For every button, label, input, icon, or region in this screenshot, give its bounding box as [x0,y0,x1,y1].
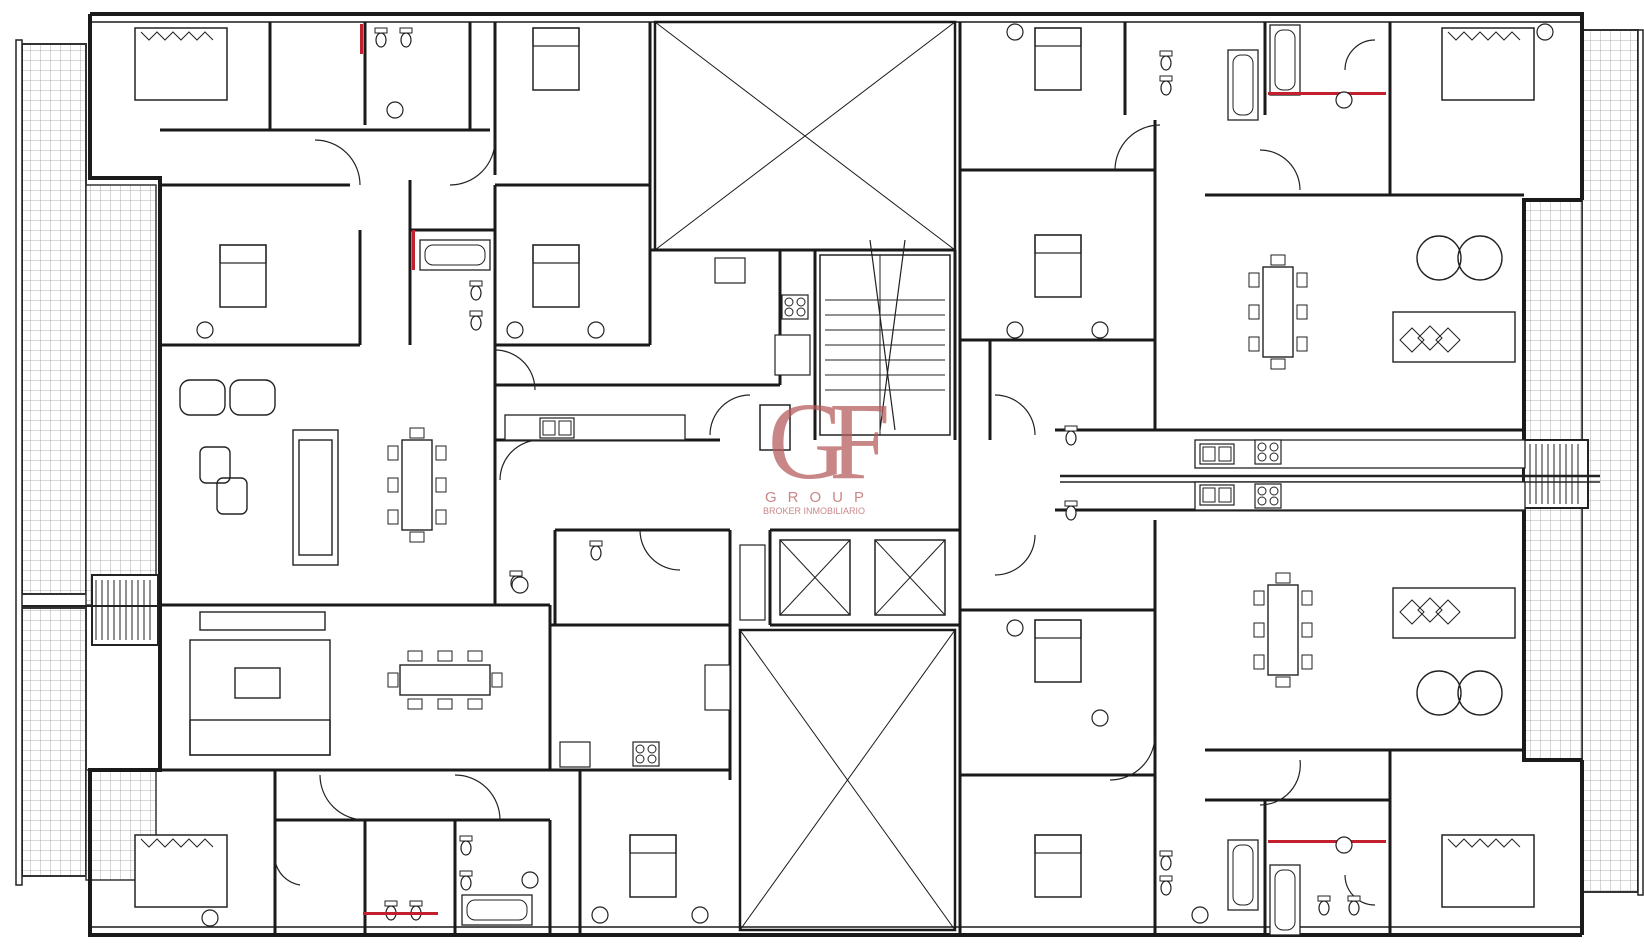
living-furniture [179,235,1516,756]
interior-walls [160,20,1524,935]
terrace-left [15,39,157,886]
bathroom-fixtures [360,24,1386,936]
doors [274,39,1376,906]
stair-core [779,239,951,616]
stair-left-exterior [22,574,160,646]
kitchen-fixtures [504,257,1526,768]
